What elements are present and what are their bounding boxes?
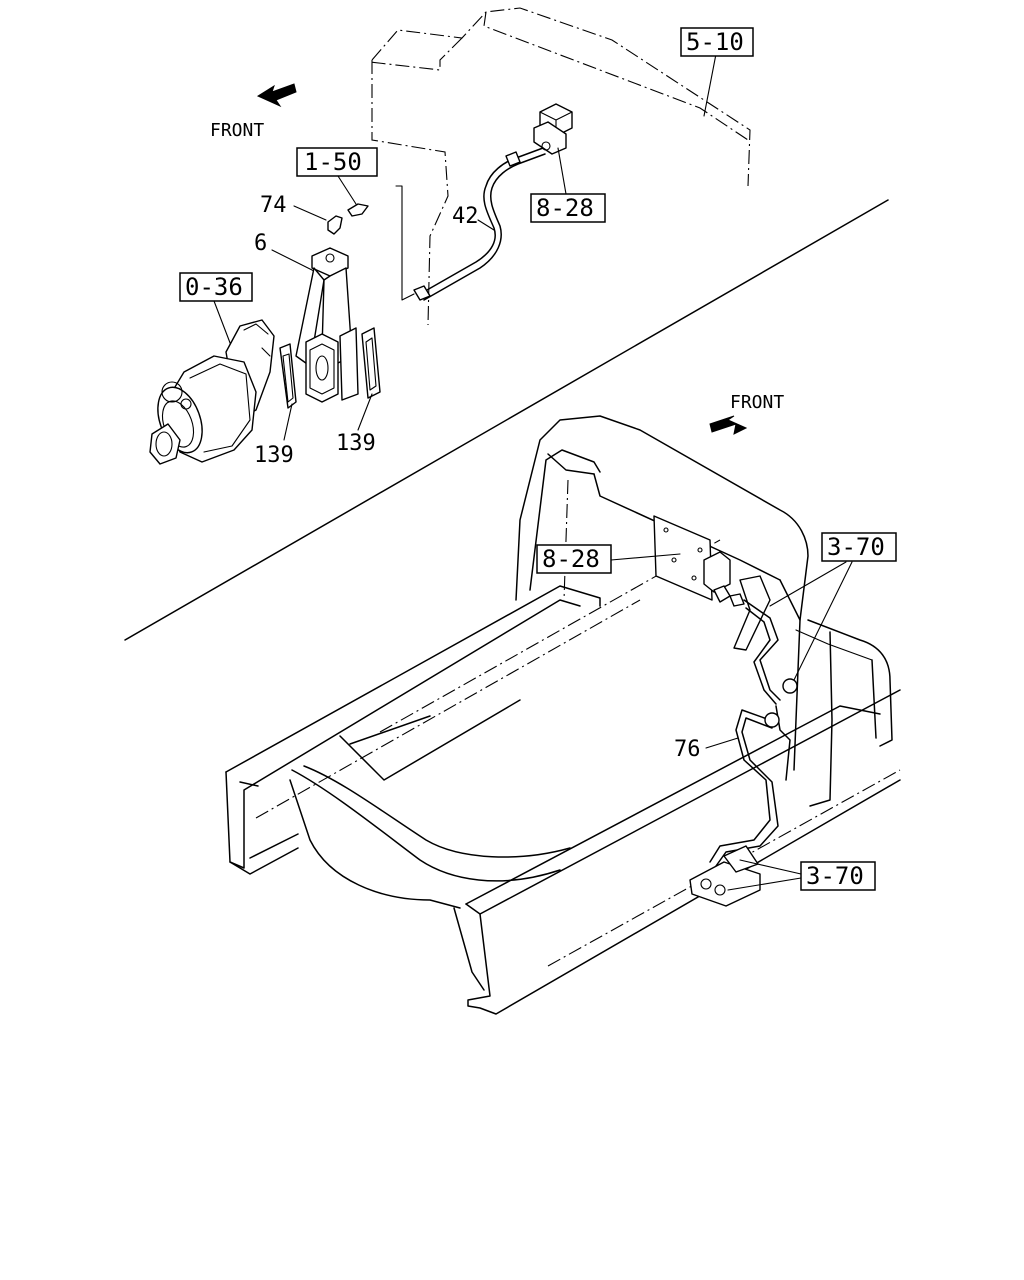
ref-box-0-36 <box>179 272 253 302</box>
tank-outline <box>369 7 751 326</box>
pipe-76 <box>709 599 798 867</box>
ref-8-28-lower: 8-28 <box>542 545 600 573</box>
ref-box-3-70-lower <box>800 861 876 891</box>
leader-3-70-upper-b <box>793 561 853 681</box>
leader-5-10 <box>703 53 717 117</box>
ref-box-1-50 <box>296 147 378 177</box>
ref-1-50: 1-50 <box>304 148 362 176</box>
leader-8-28-upper <box>557 147 567 195</box>
callout-42: 42 <box>452 204 479 229</box>
callout-6: 6 <box>254 231 267 256</box>
callout-139-left: 139 <box>254 443 294 468</box>
chassis-frame <box>225 539 901 1015</box>
callout-74: 74 <box>260 193 287 218</box>
valve-bracket <box>653 515 745 607</box>
leader-74 <box>293 205 327 221</box>
view-separator-line <box>124 199 889 641</box>
leader-139-right <box>357 393 373 431</box>
connector-block <box>689 845 761 907</box>
front-label-lower: FRONT <box>730 392 784 413</box>
front-arrow-upper-icon <box>256 83 297 108</box>
callout-76: 76 <box>674 737 701 762</box>
ref-5-10: 5-10 <box>686 28 744 56</box>
turbocharger-part <box>149 319 275 465</box>
gasket-left <box>279 343 297 409</box>
ref-box-8-28-lower <box>536 544 612 574</box>
frame-arch <box>515 415 893 807</box>
ref-3-70-lower: 3-70 <box>806 862 864 890</box>
ref-box-3-70-upper <box>821 532 897 562</box>
leader-0-36 <box>213 300 233 349</box>
leader-76 <box>705 737 739 749</box>
ref-box-5-10 <box>680 27 754 57</box>
leader-8-28-lower <box>610 553 681 561</box>
nipple-part <box>347 203 369 217</box>
leader-3-70-lower-b <box>727 877 802 891</box>
solenoid-valve-upper <box>533 103 573 155</box>
leader-1-50 <box>337 175 357 205</box>
lower-view: FRONT <box>225 392 901 1015</box>
leader-6 <box>271 249 317 273</box>
upper-view: FRONT 5-10 8-28 42 <box>149 7 754 468</box>
elbow-part <box>327 215 343 235</box>
leader-139-left <box>283 403 293 441</box>
ref-0-36: 0-36 <box>185 273 243 301</box>
front-label-upper: FRONT <box>210 120 264 141</box>
adapter-part <box>295 247 359 403</box>
pipe-42 <box>413 147 546 301</box>
callout-139-right: 139 <box>336 431 376 456</box>
ref-3-70-upper: 3-70 <box>827 533 885 561</box>
ref-box-8-28-upper <box>530 193 606 223</box>
gasket-right <box>361 327 381 399</box>
leader-3-70-upper-a <box>769 561 847 607</box>
leader-42 <box>477 219 495 231</box>
ref-8-28-upper: 8-28 <box>536 194 594 222</box>
leader-3-70-lower-a <box>739 859 802 875</box>
connector-line <box>395 185 415 301</box>
front-arrow-lower-icon <box>709 415 748 435</box>
